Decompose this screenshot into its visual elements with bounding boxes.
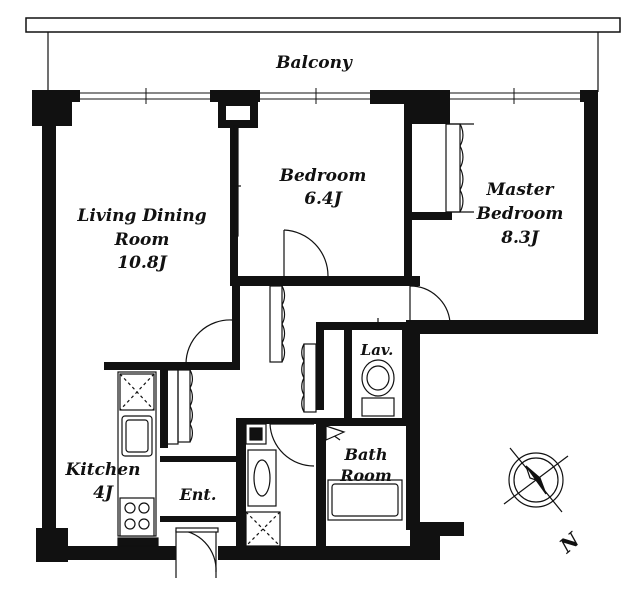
top-wall	[32, 90, 598, 128]
master-bedroom-size: 8.3J	[500, 228, 540, 248]
living-dining-label: Living Dining	[76, 206, 206, 226]
bedroom-label: Bedroom	[279, 166, 367, 186]
living-dining-room: Living Dining Room 10.8J	[76, 206, 206, 273]
bath-room-label-line2: Room	[339, 466, 392, 485]
master-bedroom-label: Master	[485, 180, 554, 200]
compass-north-label: N	[554, 527, 585, 558]
compass: N	[503, 447, 585, 558]
swing-doors	[175, 229, 451, 578]
balcony-label: Balcony	[275, 53, 353, 73]
toilet-fixture	[352, 318, 400, 417]
bedroom-size: 6.4J	[304, 189, 343, 209]
kitchen: Kitchen 4J	[65, 460, 141, 503]
bathtub	[327, 479, 403, 521]
kitchen-fixtures	[117, 371, 159, 547]
closet-doors	[163, 123, 474, 445]
master-bedroom-label-line2: Bedroom	[476, 204, 564, 224]
column-notch	[226, 106, 250, 120]
bedroom: Bedroom 6.4J	[279, 166, 367, 209]
bath-room: Bath Room	[339, 445, 392, 485]
lavatory-label: Lav.	[360, 341, 394, 359]
kitchen-label: Kitchen	[65, 460, 141, 480]
entrance-label: Ent.	[179, 485, 217, 504]
kitchen-size: 4J	[93, 483, 114, 503]
windows-top	[80, 88, 580, 104]
balcony	[25, 17, 621, 92]
compass-icon	[503, 447, 569, 513]
master-bedroom: Master Bedroom 8.3J	[476, 180, 564, 248]
living-dining-label-line2: Room	[114, 230, 170, 250]
living-dining-size: 10.8J	[117, 253, 167, 273]
bath-room-label: Bath	[344, 445, 388, 464]
laundry-fixtures	[245, 423, 281, 547]
exterior-walls	[36, 90, 598, 562]
